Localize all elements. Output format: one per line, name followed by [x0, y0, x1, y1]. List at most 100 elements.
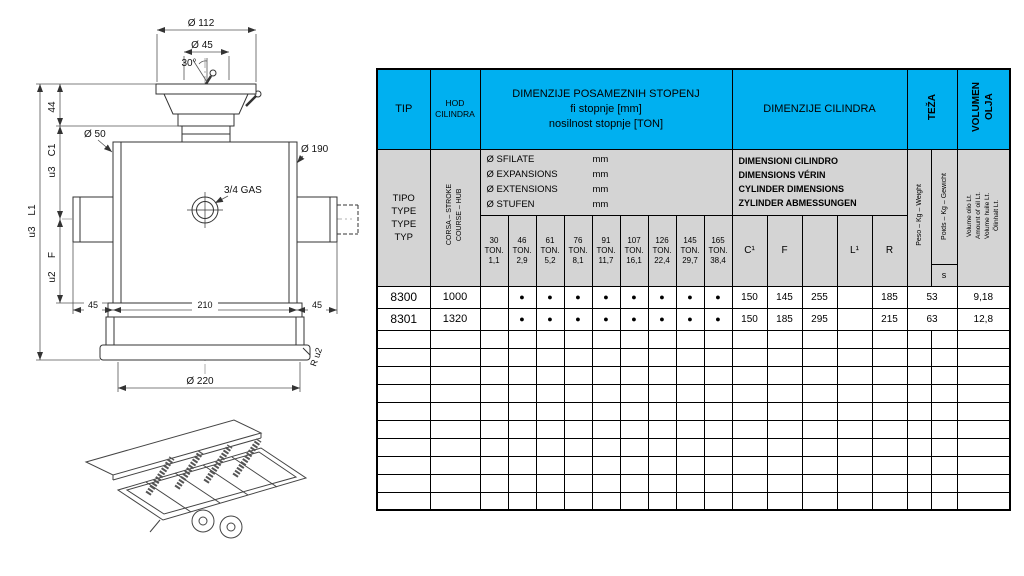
empty-cell: [801, 473, 838, 493]
data-row: 8301 1320 ● ● ● ● ● ● ● ● 150 185 295 21…: [376, 307, 1011, 331]
dim-l1-suffix: u3: [27, 226, 38, 238]
empty-cell: [507, 383, 537, 403]
empty-cell: [563, 491, 593, 511]
type-line: TYP: [394, 231, 413, 243]
empty-cell: [429, 383, 481, 403]
empty-cell: [535, 473, 565, 493]
tipper-trailer-sketch: [84, 419, 308, 539]
stage-title-line3: nosilnost stopnje [TON]: [548, 117, 664, 130]
empty-cell: [479, 329, 509, 349]
empty-cell: [906, 329, 932, 349]
empty-cell: [675, 437, 705, 457]
empty-cell: [675, 419, 705, 439]
empty-cell: [906, 401, 932, 421]
dim-rod-diameter: Ø 45: [191, 40, 213, 51]
type-line: TYPE: [391, 205, 417, 217]
cell-stage-dot: ●: [591, 285, 621, 309]
empty-cell: [906, 383, 932, 403]
empty-cell: [675, 365, 705, 385]
type-line: TIPO: [392, 192, 415, 204]
spec-table: TIP HOD CILINDRA DIMENZIJE POSAMEZNIH ST…: [376, 68, 1012, 511]
empty-cell: [956, 473, 1011, 493]
dim-base-diameter: Ø 220: [186, 376, 214, 387]
empty-cell: [871, 437, 908, 457]
empty-cell: [647, 365, 677, 385]
empty-cell: [675, 383, 705, 403]
dim-c1: C1: [47, 143, 58, 156]
empty-cell: [479, 491, 509, 511]
empty-cell: [429, 491, 481, 511]
dim-c1-suffix: u3: [47, 166, 58, 178]
col-header-cylinder: DIMENZIJE CILINDRA: [731, 68, 908, 150]
cell-oil: 9,18: [956, 285, 1011, 309]
cell-stage-dot: ●: [563, 307, 593, 331]
dim-flange-mid: 210: [197, 300, 212, 310]
empty-cell: [731, 473, 768, 493]
empty-cell: [675, 455, 705, 475]
empty-cell: [731, 491, 768, 511]
cylinder-dims-legend: DIMENSIONI CILINDRO DIMENSIONS VÉRIN CYL…: [731, 148, 908, 216]
empty-cell: [507, 491, 537, 511]
empty-cell: [930, 419, 958, 439]
cylinder-technical-drawing: Ø 112 Ø 45 30° 44 C1 u3 Ø 50 Ø 190 3/4 G…: [27, 18, 359, 539]
volume-legend: Volume olio Lt. Amount of oil Lt. Volume…: [965, 192, 1001, 239]
empty-cell: [675, 347, 705, 367]
empty-cell: [507, 347, 537, 367]
cell-col3: 255: [801, 285, 838, 309]
spec-table-body: TIP HOD CILINDRA DIMENZIJE POSAMEZNIH ST…: [376, 68, 1011, 511]
empty-cell: [703, 347, 733, 367]
empty-row: [376, 491, 1011, 511]
empty-cell: [766, 347, 803, 367]
empty-cell: [731, 365, 768, 385]
col-subheader-weight-right: Poids – Kg – Gewicht s: [930, 148, 958, 287]
cell-stage-dot: ●: [619, 307, 649, 331]
dim-cap-height: 44: [47, 101, 58, 113]
dim-port-diameter: Ø 50: [84, 129, 106, 140]
col-header-tip: TIP: [376, 68, 431, 150]
empty-cell: [429, 437, 481, 457]
empty-cell: [647, 455, 677, 475]
empty-cell: [591, 491, 621, 511]
empty-cell: [930, 401, 958, 421]
dimension-lines: [36, 27, 338, 392]
empty-cell: [766, 329, 803, 349]
dim-angle: 30°: [181, 58, 196, 69]
cell-l1: [836, 285, 873, 309]
empty-cell: [591, 401, 621, 421]
empty-cell: [731, 419, 768, 439]
dim-f: F: [47, 252, 58, 258]
grease-nipple-icon: [209, 69, 217, 77]
cylinder-column-header: L¹: [836, 214, 873, 287]
col-subheader-weight-left: Peso – Kg – Weight: [906, 148, 932, 287]
empty-cell: [836, 419, 873, 439]
empty-cell: [930, 473, 958, 493]
empty-cell: [836, 473, 873, 493]
empty-cell: [563, 383, 593, 403]
empty-cell: [429, 419, 481, 439]
empty-cell: [429, 347, 481, 367]
empty-cell: [535, 437, 565, 457]
empty-cell: [731, 347, 768, 367]
subheader-row-1: TIPO TYPE TYPE TYP CORSA – STROKE COURSE…: [376, 148, 1011, 287]
empty-cell: [591, 419, 621, 439]
cell-oil: 12,8: [956, 307, 1011, 331]
empty-cell: [906, 365, 932, 385]
empty-cell: [479, 419, 509, 439]
empty-cell: [376, 365, 431, 385]
empty-cell: [956, 455, 1011, 475]
weight-title: TEŽA: [926, 93, 938, 120]
stroke-line2: COURSE – HUB: [456, 188, 463, 242]
empty-cell: [535, 419, 565, 439]
empty-cell: [731, 329, 768, 349]
empty-cell: [376, 347, 431, 367]
empty-cell: [563, 473, 593, 493]
empty-cell: [619, 437, 649, 457]
dim-flange-left: 45: [88, 300, 98, 310]
empty-cell: [479, 383, 509, 403]
